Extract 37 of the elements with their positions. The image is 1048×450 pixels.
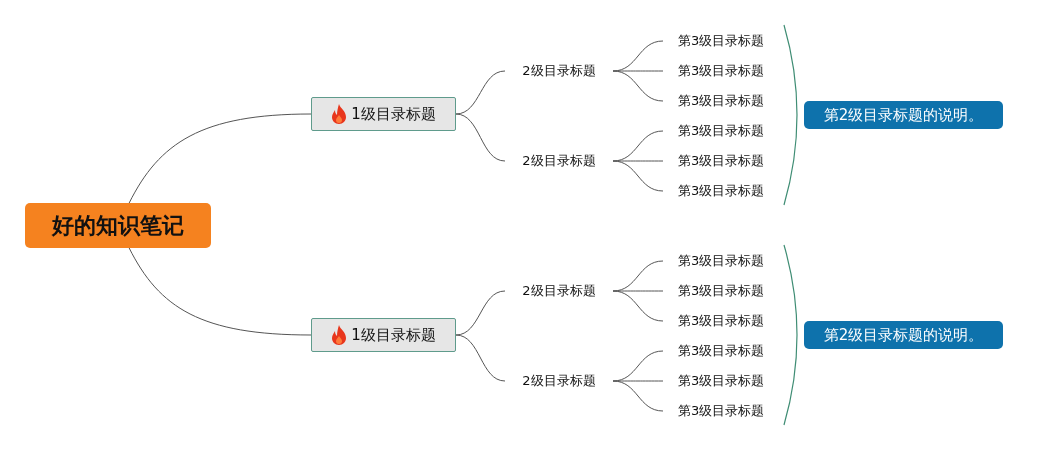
subtopic-label: 第3级目录标题 [663, 369, 775, 393]
subtopic-label: 第3级目录标题 [663, 119, 775, 143]
subtopic-label: 第3级目录标题 [663, 89, 775, 113]
subtopic-label: 2级目录标题 [505, 279, 613, 303]
subtopic-label: 第3级目录标题 [663, 249, 775, 273]
topic-label: 1级目录标题 [351, 104, 436, 124]
connector-line [455, 113, 506, 162]
connector-line [128, 247, 312, 336]
central-topic-box: 好的知识笔记 [25, 203, 211, 248]
subtopic-label: 第3级目录标题 [663, 399, 775, 423]
connector-line [455, 334, 506, 382]
subtopic-label: 2级目录标题 [505, 369, 613, 393]
summary-box: 第2级目录标题的说明。 [804, 321, 1003, 349]
subtopic-label: 第3级目录标题 [663, 309, 775, 333]
connector-line [128, 113, 312, 204]
topic-label: 1级目录标题 [351, 325, 436, 345]
topic-box [311, 97, 456, 131]
connector-line [612, 160, 664, 162]
connector-line [612, 290, 664, 322]
topic-box [311, 318, 456, 352]
summary-box: 第2级目录标题的说明。 [804, 101, 1003, 129]
connector-line [612, 380, 664, 382]
subtopic-label: 第3级目录标题 [663, 279, 775, 303]
subtopic-label: 第3级目录标题 [663, 59, 775, 83]
subtopic-label: 2级目录标题 [505, 149, 613, 173]
subtopic-label: 第3级目录标题 [663, 29, 775, 53]
connector-line [612, 70, 664, 102]
connector-line [455, 70, 506, 115]
connector-line [612, 380, 664, 412]
connector-line [612, 290, 664, 292]
subtopic-label: 2级目录标题 [505, 59, 613, 83]
connector-line [455, 290, 506, 336]
subtopic-label: 第3级目录标题 [663, 179, 775, 203]
subtopic-label: 第3级目录标题 [663, 149, 775, 173]
connector-line [612, 70, 664, 72]
subtopic-label: 第3级目录标题 [663, 339, 775, 363]
connector-line [612, 160, 664, 192]
